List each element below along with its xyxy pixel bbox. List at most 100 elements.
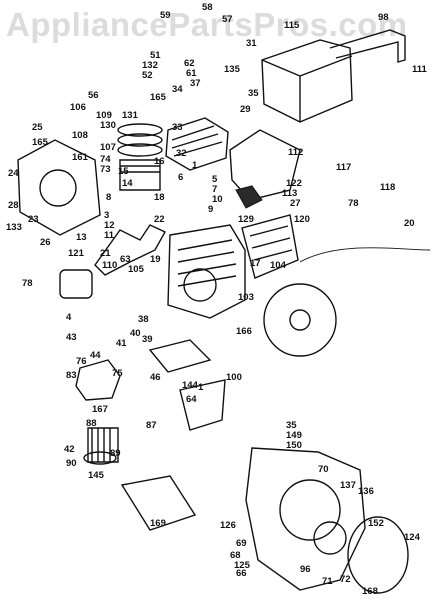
part-number-label: 103 <box>238 292 254 303</box>
crankcase-cover <box>17 139 101 236</box>
part-number-label: 13 <box>76 232 87 243</box>
part-number-label: 135 <box>224 64 241 75</box>
part-number-label: 43 <box>66 332 77 343</box>
part-number-label: 37 <box>190 78 201 89</box>
filter-ring <box>83 451 117 465</box>
part-number-label: 133 <box>6 222 22 233</box>
part-number-label: 169 <box>150 518 166 529</box>
part-number-label: 19 <box>150 254 161 265</box>
part-number-label: 96 <box>300 564 311 575</box>
engine-bore <box>183 268 217 302</box>
fuel-tank <box>261 39 353 123</box>
part-number-label: 78 <box>348 198 359 209</box>
muffler <box>235 185 263 209</box>
rewind-starter <box>347 516 409 594</box>
part-number-label: 88 <box>86 418 97 429</box>
flywheel <box>263 283 337 357</box>
part-number-label: 61 <box>186 68 197 79</box>
part-number-label: 6 <box>178 172 183 183</box>
part-number-label: 63 <box>120 254 131 265</box>
part-number-label: 152 <box>368 518 384 529</box>
tank-bracket <box>329 29 406 63</box>
carburetor <box>75 359 121 401</box>
part-number-label: 41 <box>116 338 127 349</box>
part-number-label: 21 <box>100 248 111 259</box>
part-number-label: 3 <box>104 210 109 221</box>
part-number-label: 145 <box>88 470 105 481</box>
crankcase-cover-boss <box>39 169 77 207</box>
part-number-label: 144 <box>182 380 199 391</box>
watermark-text: AppliancePartsPros.com <box>6 6 408 43</box>
engine-block <box>167 224 246 319</box>
part-number-label: 4 <box>66 312 72 323</box>
part-number-label: 121 <box>68 248 85 259</box>
part-number-label: 69 <box>236 538 247 549</box>
part-number-label: 26 <box>40 237 51 248</box>
part-number-label: 23 <box>28 214 39 225</box>
cylinder-head <box>165 117 229 171</box>
piston-ring <box>117 143 163 157</box>
part-number-label: 10 <box>212 194 223 205</box>
part-number-label: 59 <box>160 10 171 21</box>
part-number-label: 73 <box>100 164 111 175</box>
part-number-label: 38 <box>138 314 149 325</box>
part-number-label: 100 <box>226 372 242 383</box>
part-number-label: 107 <box>100 142 116 153</box>
part-number-label: 130 <box>100 120 116 131</box>
part-number-label: 18 <box>154 192 165 203</box>
part-number-label: 78 <box>22 278 33 289</box>
part-number-label: 83 <box>66 370 77 381</box>
part-number-label: 64 <box>186 394 197 405</box>
part-number-label: 150 <box>286 440 302 451</box>
part-number-label: 132 <box>142 60 158 71</box>
part-number-label: 98 <box>378 12 389 23</box>
part-number-label: 108 <box>72 130 88 141</box>
part-number-label: 31 <box>246 38 257 49</box>
part-number-label: 11 <box>104 230 115 241</box>
part-number-label: 33 <box>172 122 183 133</box>
air-cleaner <box>59 269 93 299</box>
part-number-label: 120 <box>294 214 310 225</box>
part-number-label: 70 <box>318 464 329 475</box>
part-number-label: 12 <box>104 220 115 231</box>
part-number-label: 167 <box>92 404 108 415</box>
part-number-label: 14 <box>122 178 133 189</box>
part-number-label: 46 <box>150 372 161 383</box>
part-number-label: 126 <box>220 520 236 531</box>
part-number-label: 16 <box>154 156 165 167</box>
piston-ring <box>117 133 163 147</box>
part-number-label: 75 <box>112 368 123 379</box>
fuel-line <box>299 247 431 263</box>
part-number-label: 44 <box>90 350 101 361</box>
part-number-label: 90 <box>66 458 77 469</box>
crankshaft <box>94 224 166 276</box>
heat-shield <box>179 379 226 431</box>
part-number-label: 87 <box>146 420 157 431</box>
part-number-label: 25 <box>32 122 43 133</box>
part-number-label: 136 <box>358 486 374 497</box>
part-number-label: 137 <box>340 480 356 491</box>
part-number-label: 165 <box>32 137 49 148</box>
part-number-label: 113 <box>282 188 297 199</box>
part-number-label: 76 <box>76 356 87 367</box>
mounting-plate <box>148 339 212 373</box>
part-number-label: 66 <box>236 568 247 579</box>
part-number-label: 105 <box>128 264 145 275</box>
part-number-label: 115 <box>284 20 300 31</box>
part-number-label: 165 <box>150 92 167 103</box>
part-number-label: 32 <box>176 148 187 159</box>
flywheel-hub <box>289 309 311 331</box>
part-number-label: 68 <box>230 550 241 561</box>
part-number-label: 118 <box>380 182 395 193</box>
part-number-label: 9 <box>208 204 213 215</box>
part-number-label: 168 <box>362 586 378 597</box>
part-number-label: 15 <box>118 166 129 177</box>
part-number-label: 42 <box>64 444 75 455</box>
part-number-label: 125 <box>234 560 251 571</box>
part-number-label: 35 <box>286 420 297 431</box>
part-number-label: 52 <box>142 70 153 81</box>
part-number-label: 34 <box>172 84 183 95</box>
part-number-label: 39 <box>142 334 153 345</box>
part-number-label: 57 <box>222 14 233 25</box>
